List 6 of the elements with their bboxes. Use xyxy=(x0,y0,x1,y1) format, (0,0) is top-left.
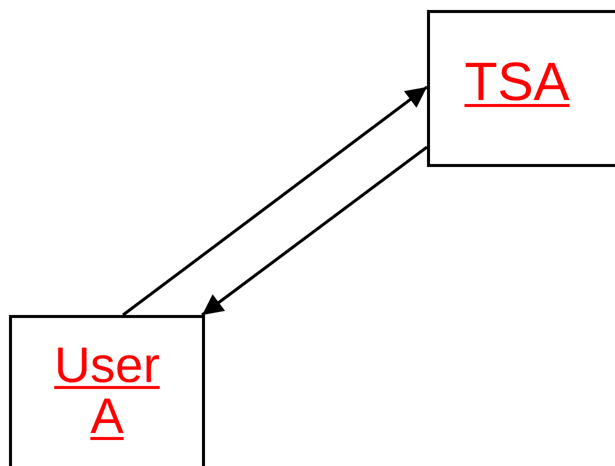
link-text: User A xyxy=(53,340,161,442)
process-box xyxy=(427,10,615,167)
arrow xyxy=(201,146,428,316)
link-text: TSA xyxy=(464,55,570,110)
arrow xyxy=(122,86,428,316)
process-box xyxy=(9,315,205,466)
